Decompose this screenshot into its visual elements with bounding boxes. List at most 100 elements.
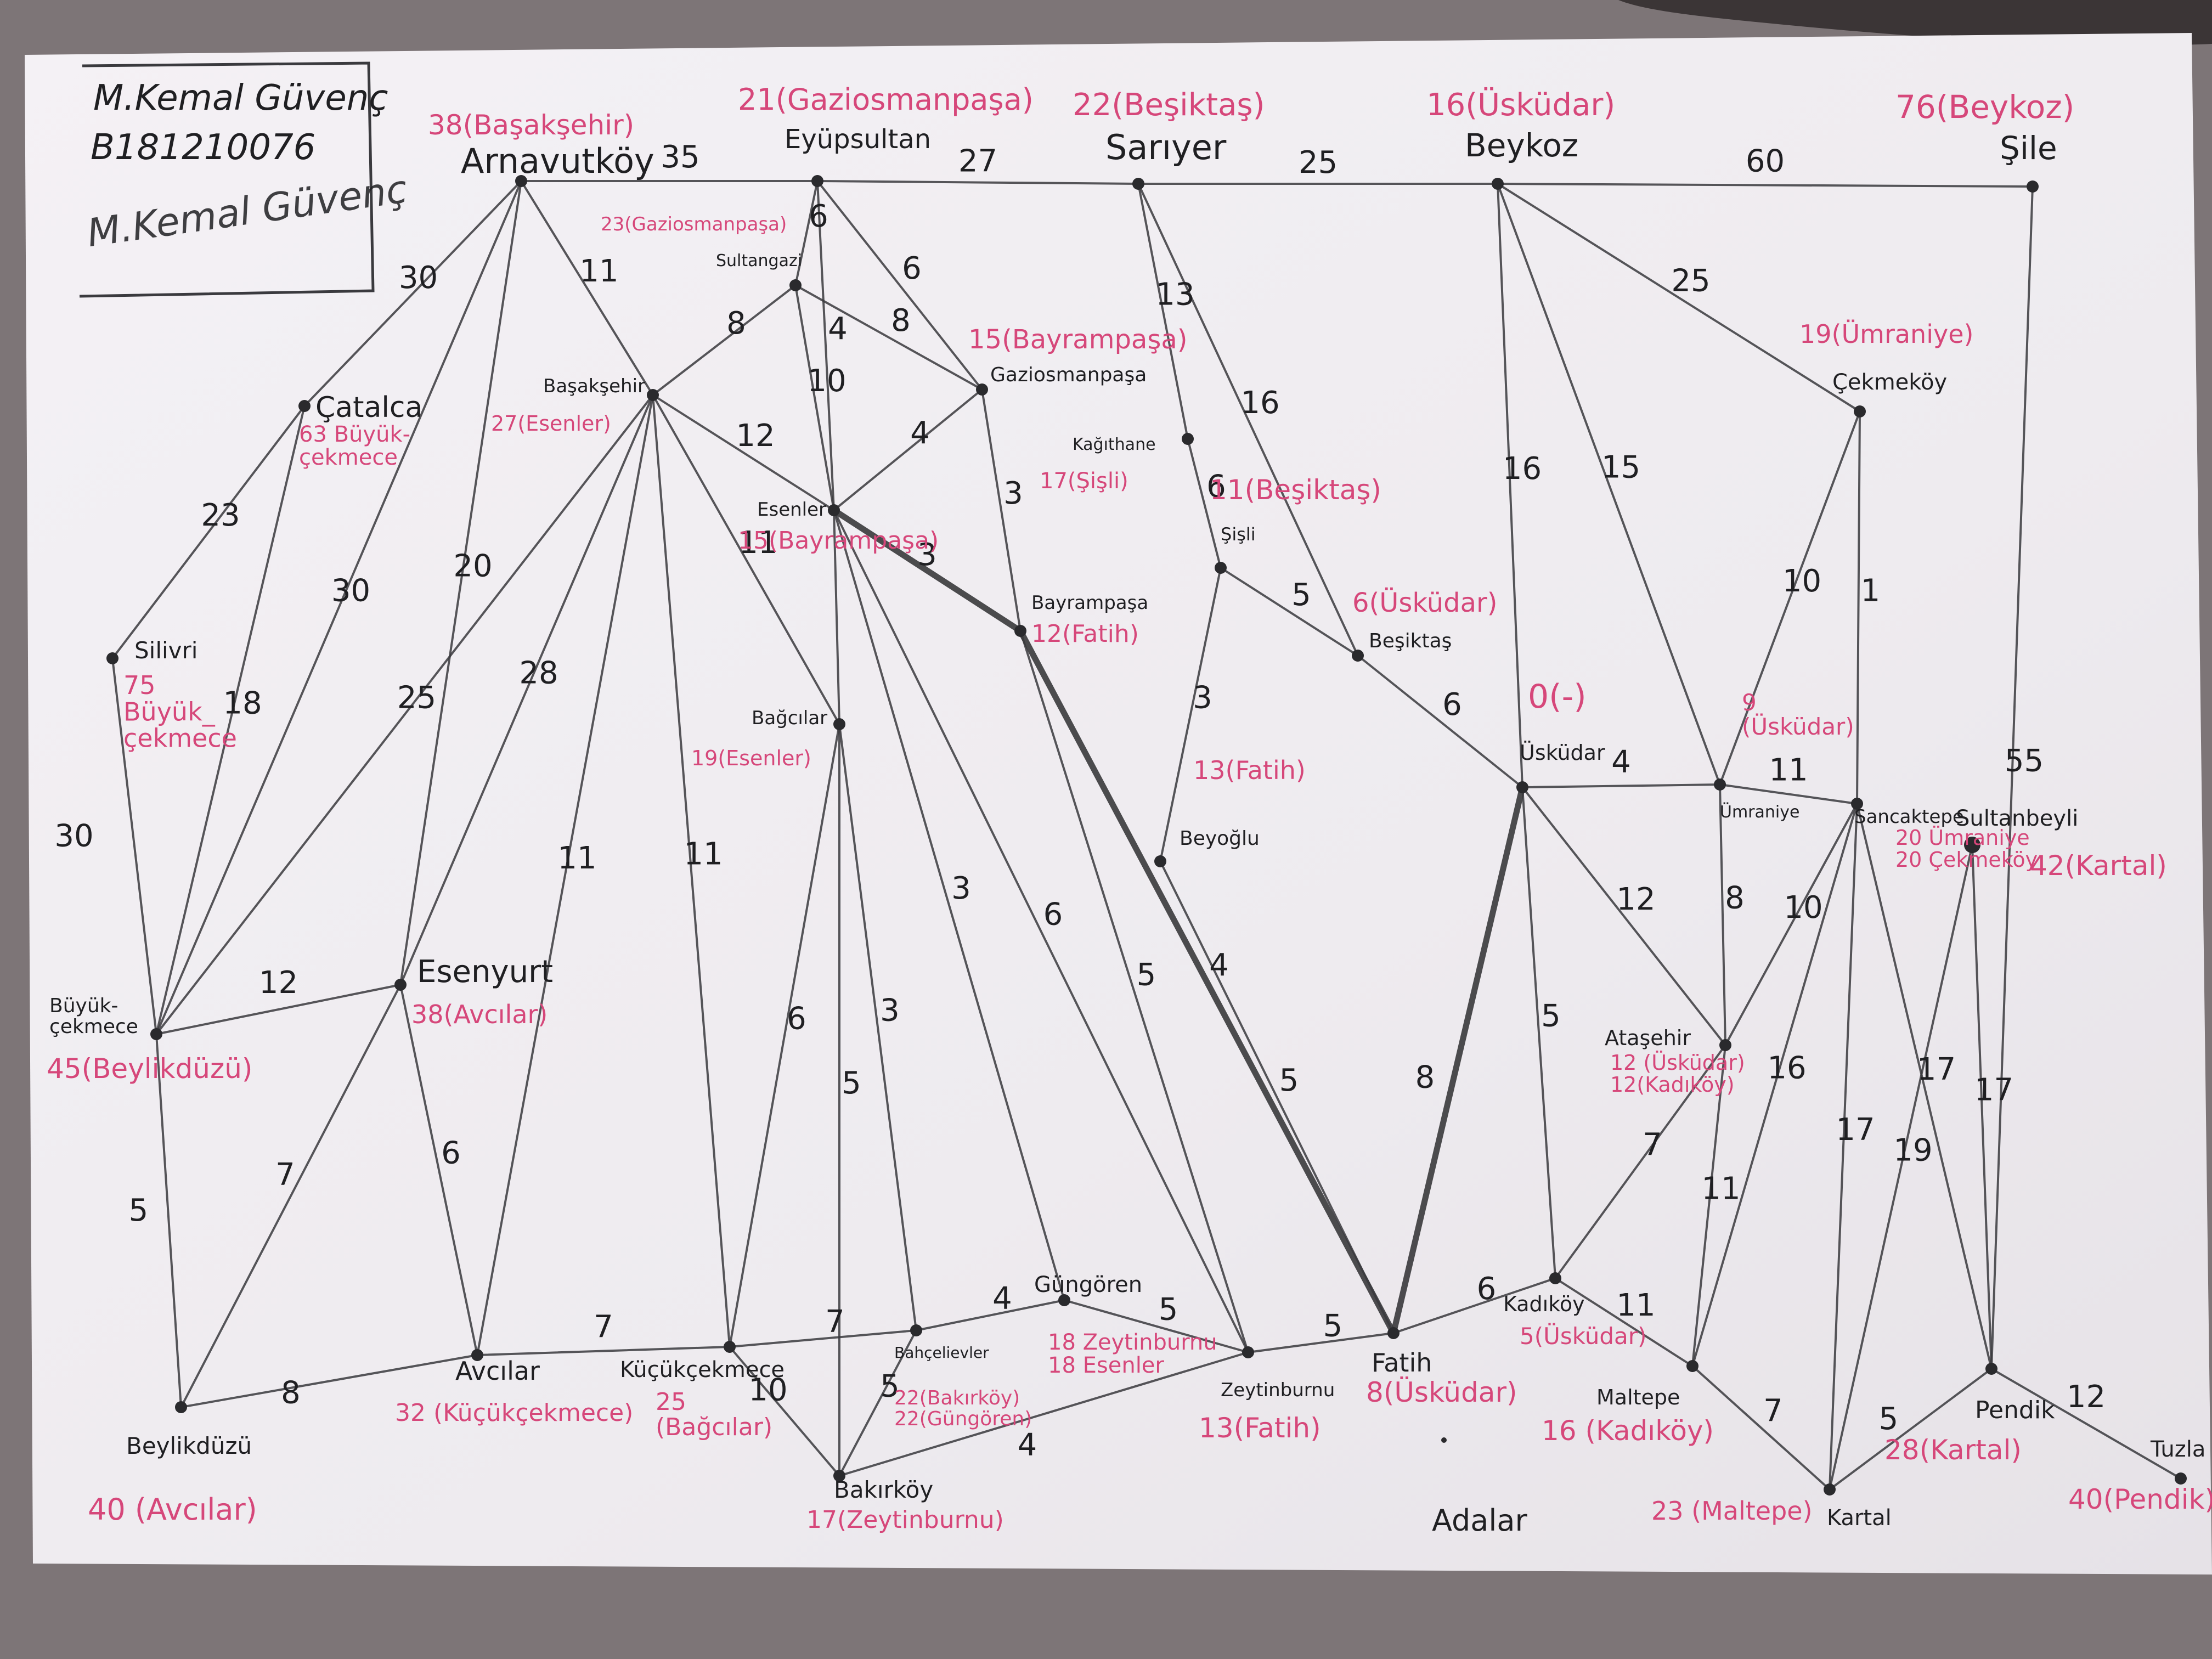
edge-pendik-tuzla [1990,1368,2182,1480]
node-note-beyoglu: 13(Fatih) [1193,755,1306,785]
edge-basaksehir-bagcilar [652,394,840,725]
node-note-kucukcekmece: 25(Bağcılar) [656,1388,772,1441]
edge-weight-esenler-zeytinburnu: 6 [1043,897,1063,933]
node-umraniye [1714,778,1726,791]
node-note-fatih: 8(Üsküdar) [1366,1376,1517,1408]
edge-weight-basaksehir-esenler: 12 [736,418,775,454]
edge-weight-umraniye-sancaktepe: 11 [1769,753,1808,788]
edge-buyukcekmece-basaksehir [155,394,654,1035]
edge-weight-fatih-kadikoy: 6 [1477,1271,1497,1307]
node-label-esenler: Esenler [757,499,826,521]
node-beylikduzu [175,1401,187,1413]
edge-weight-bagcilar-kucukcekmece: 6 [787,1001,806,1037]
nodes-layer [106,175,2187,1496]
edge-sultangazi-gaziosmanpasa [794,284,983,391]
node-label-bayrampasa: Bayrampaşa [1031,592,1148,614]
edge-weight-catalca-silivri: 23 [201,498,240,533]
node-label-avcilar: Avcılar [455,1356,540,1386]
node-note-basaksehir: 27(Esenler) [491,411,611,436]
node-label-kadikoy: Kadıköy [1503,1292,1585,1316]
node-arnavutkoy [515,175,527,187]
edge-eyupsultan-sultangazi [794,180,819,286]
node-sancaktepe [1851,798,1863,810]
edge-atasehir-kadikoy [1554,1044,1726,1279]
node-note-zeytinburnu: 13(Fatih) [1199,1412,1321,1444]
node-label-sile: Şile [2000,129,2057,167]
edge-weight-sultangazi-esenler: 10 [807,363,846,399]
edge-beylikduzu-avcilar [180,1354,478,1408]
edge-sisli-beyoglu [1159,567,1222,862]
edge-weight-cekmekoy-sancaktepe: 1 [1861,573,1881,609]
edge-weight-besiktas-uskudar: 6 [1442,687,1462,723]
node-kartal [1824,1483,1836,1496]
node-label-silivri: Silivri [134,637,198,664]
edges-layer [111,180,2182,1491]
node-note-tuzla: 40(Pendik) [2068,1483,2212,1515]
edge-weight-gungoren-zeytinburnu: 5 [1159,1292,1178,1328]
node-label-umraniye: Ümraniye [1720,802,1799,822]
edge-weight-esenyurt-beylikduzu: 7 [275,1157,295,1193]
node-sisli [1215,562,1227,574]
node-label-sancaktepe: Sancaktepe [1854,806,1964,828]
node-label-kagithane: Kağıthane [1073,435,1156,454]
node-note-arnavutkoy: 38(Başakşehir) [428,109,634,141]
edge-bagcilar-kucukcekmece [729,723,840,1348]
edge-bahcelievler-bakirkoy [838,1329,917,1477]
node-sariyer [1132,178,1144,190]
edge-eyupsultan-esenler [816,180,835,511]
edge-basaksehir-esenler [652,394,835,511]
node-label-kartal: Kartal [1827,1505,1892,1531]
node-label-fatih: Fatih [1372,1348,1432,1378]
node-note-sile: 76(Beykoz) [1895,88,2074,126]
node-note-sultanbeyli: 42(Kartal) [2030,850,2167,882]
edge-weight-sariyer-kagithane: 13 [1155,277,1194,313]
edge-weight-bahcelievler-gungoren: 4 [992,1281,1012,1317]
edge-weight-uskudar-kadikoy: 5 [1541,998,1561,1034]
node-label-uskudar: Üsküdar [1520,741,1605,765]
edge-weight-atasehir-kadikoy: 7 [1643,1127,1662,1163]
node-label-beykoz: Beykoz [1465,127,1578,164]
node-note-sariyer: 22(Beşiktaş) [1073,87,1265,123]
edge-weight-bahcelievler-bakirkoy: 5 [880,1369,900,1404]
edge-esenyurt-avcilar [399,984,478,1356]
edge-arnavutkoy-basaksehir [520,180,654,396]
edge-weight-sisli-besiktas: 5 [1291,577,1311,613]
edge-bayrampasa-zeytinburnu [1019,630,1249,1353]
edge-esenler-gaziosmanpasa [833,388,983,511]
node-note-kagithane: 17(Şişli) [1040,469,1128,494]
node-label-sultanbeyli: Sultanbeyli [1956,806,2078,831]
edge-beyoglu-fatih [1159,860,1395,1334]
edge-weight-bagcilar-bahcelievler: 3 [880,993,900,1029]
edge-eyupsultan-sariyer [816,180,1139,185]
edge-weight-sariyer-beykoz: 25 [1299,145,1338,180]
node-note-bayrampasa: 12(Fatih) [1031,620,1139,648]
node-label-beyoglu: Beyoğlu [1180,827,1260,850]
edge-uskudar-atasehir [1521,786,1726,1046]
node-label-zeytinburnu: Zeytinburnu [1221,1379,1335,1401]
edge-cekmekoy-sancaktepe [1856,410,1861,805]
node-note-bakirkoy: 17(Zeytinburnu) [806,1506,1004,1534]
edge-esenyurt-basaksehir [399,394,654,986]
edge-weight-sisli-beyoglu: 3 [1193,680,1212,716]
edge-eyupsultan-gaziosmanpasa [816,180,983,391]
node-atasehir [1719,1039,1731,1051]
edge-basaksehir-sultangazi [652,284,797,396]
edge-weight-basaksehir-kucukcekmece: 11 [684,837,723,872]
node-label-pendik: Pendik [1975,1396,2055,1424]
edge-weight-sile-pendik: 55 [2005,743,2044,779]
edge-weight-bakirkoy-zeytinburnu: 4 [1018,1427,1037,1463]
paper-sheet [25,33,2212,1575]
edge-weight-pendik-tuzla: 12 [2067,1379,2106,1415]
node-gungoren [1058,1294,1070,1306]
edge-uskudar-umraniye [1521,783,1721,788]
node-adalar [1441,1437,1447,1443]
edge-weight-uskudar-atasehir: 12 [1616,882,1655,917]
edge-kagithane-sisli [1187,438,1222,569]
node-label-adalar: Adalar [1432,1503,1527,1538]
student-id: B181210076 [91,127,315,168]
edge-weight-esenyurt-basaksehir: 28 [519,656,558,691]
node-bakirkoy [833,1470,845,1482]
node-zeytinburnu [1242,1346,1254,1358]
edge-weight-beykoz-cekmekoy: 25 [1671,263,1710,299]
edge-sariyer-kagithane [1137,183,1189,440]
